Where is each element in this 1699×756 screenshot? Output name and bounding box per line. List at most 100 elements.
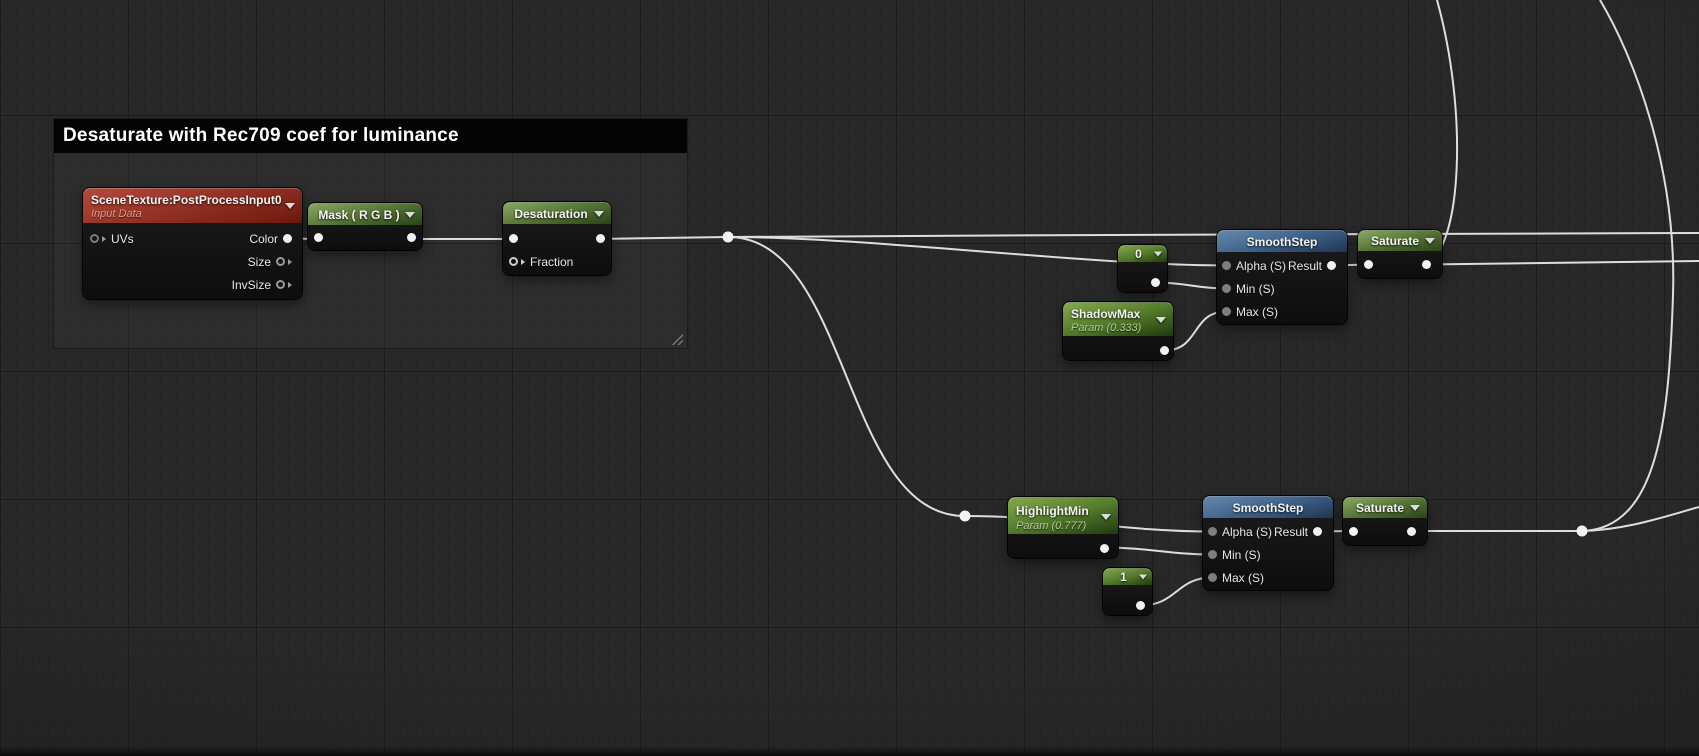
- wire: [1581, 0, 1675, 532]
- node-header[interactable]: SmoothStep: [1217, 230, 1347, 252]
- pin-invsize-output[interactable]: [276, 280, 285, 289]
- pin-uvs[interactable]: [90, 234, 99, 243]
- dropdown-arrow-icon[interactable]: [1156, 317, 1166, 323]
- pin-label: Result: [1273, 524, 1308, 539]
- node-value: 0: [1135, 247, 1142, 261]
- pin-output[interactable]: [407, 233, 416, 242]
- node-header[interactable]: Mask ( R G B ): [308, 203, 422, 225]
- node-title: SmoothStep: [1246, 234, 1318, 249]
- node-header[interactable]: 1: [1103, 568, 1152, 585]
- pin-output[interactable]: [596, 234, 605, 243]
- node-title: Mask ( R G B ): [318, 207, 400, 222]
- dropdown-arrow-icon[interactable]: [1154, 251, 1162, 257]
- node-title: ShadowMax: [1071, 307, 1141, 321]
- node-body: UVs Color Size InvSize: [83, 223, 302, 296]
- pin-min[interactable]: [1208, 550, 1217, 559]
- node-header[interactable]: Desaturation: [503, 202, 611, 224]
- pin-arrow-icon: [288, 281, 292, 288]
- node-title: Saturate: [1355, 501, 1405, 515]
- pin-output[interactable]: [1422, 259, 1431, 269]
- pin-label: Alpha (S): [1236, 258, 1287, 273]
- node-title: Desaturation: [514, 206, 588, 221]
- node-subtitle: Param (0.777): [1016, 520, 1087, 532]
- pin-label: Result: [1287, 258, 1322, 273]
- comment-title: Desaturate with Rec709 coef for luminanc…: [63, 125, 459, 146]
- node-saturate-highlight[interactable]: Saturate: [1343, 497, 1427, 545]
- node-body: Alpha (S) Result Min (S) Max (S): [1203, 518, 1333, 589]
- reroute-node[interactable]: [959, 510, 971, 522]
- node-body: [1343, 518, 1427, 544]
- node-saturate-shadow[interactable]: Saturate: [1358, 230, 1442, 278]
- node-smoothstep-shadow[interactable]: SmoothStep Alpha (S) Result Min (S): [1217, 230, 1347, 324]
- pin-min[interactable]: [1222, 284, 1231, 293]
- pin-size-output[interactable]: [276, 257, 285, 266]
- reroute-node[interactable]: [1576, 525, 1588, 537]
- pin-input[interactable]: [314, 233, 323, 242]
- pin-max[interactable]: [1208, 573, 1217, 582]
- node-header[interactable]: 0: [1118, 245, 1167, 262]
- node-highlightmin-param[interactable]: HighlightMin Param (0.777): [1008, 497, 1118, 558]
- pin-result[interactable]: [1313, 527, 1322, 536]
- pin-alpha[interactable]: [1222, 261, 1231, 270]
- pin-arrow-icon: [102, 235, 106, 242]
- comment-title-bar[interactable]: Desaturate with Rec709 coef for luminanc…: [54, 119, 687, 153]
- pin-label: Size: [247, 254, 271, 269]
- pin-output[interactable]: [1160, 346, 1169, 355]
- dropdown-arrow-icon[interactable]: [1410, 505, 1420, 511]
- node-body: [308, 225, 422, 250]
- pin-label: Alpha (S): [1222, 524, 1273, 539]
- pin-alpha[interactable]: [1208, 527, 1217, 536]
- dropdown-arrow-icon[interactable]: [285, 203, 295, 209]
- node-header[interactable]: Saturate: [1358, 230, 1442, 251]
- reroute-node[interactable]: [722, 231, 734, 243]
- pin-output[interactable]: [1407, 526, 1416, 536]
- wire: [1426, 0, 1459, 266]
- node-subtitle: Param (0.333): [1071, 322, 1142, 334]
- pin-input[interactable]: [1349, 526, 1358, 536]
- pin-output[interactable]: [1151, 278, 1160, 287]
- node-header[interactable]: Saturate: [1343, 497, 1427, 518]
- node-header[interactable]: SmoothStep: [1203, 496, 1333, 518]
- pin-label: Max (S): [1236, 304, 1278, 319]
- wire: [1426, 260, 1699, 266]
- dropdown-arrow-icon[interactable]: [1101, 514, 1111, 520]
- wire: [727, 232, 1699, 238]
- wire: [727, 236, 966, 517]
- node-desaturation[interactable]: Desaturation Fraction: [503, 202, 611, 275]
- pin-output[interactable]: [1100, 544, 1109, 553]
- node-scenetexture[interactable]: SceneTexture:PostProcessInput0 Input Dat…: [83, 188, 302, 299]
- pin-output[interactable]: [1136, 601, 1145, 610]
- node-constant-0[interactable]: 0: [1118, 245, 1167, 292]
- node-header[interactable]: HighlightMin Param (0.777): [1008, 497, 1118, 534]
- pin-label: InvSize: [231, 277, 271, 292]
- dropdown-arrow-icon[interactable]: [1139, 574, 1147, 580]
- node-constant-1[interactable]: 1: [1103, 568, 1152, 615]
- pin-input[interactable]: [509, 234, 518, 243]
- pin-label: UVs: [111, 231, 134, 246]
- node-header[interactable]: SceneTexture:PostProcessInput0 Input Dat…: [83, 188, 302, 223]
- wire: [1104, 546, 1213, 556]
- pin-label: Min (S): [1236, 281, 1275, 296]
- node-title: Saturate: [1370, 234, 1420, 248]
- node-header[interactable]: ShadowMax Param (0.333): [1063, 302, 1173, 336]
- pin-input[interactable]: [1364, 259, 1373, 269]
- node-subtitle: Input Data: [91, 208, 142, 220]
- node-title: HighlightMin: [1016, 504, 1089, 518]
- node-smoothstep-highlight[interactable]: SmoothStep Alpha (S) Result Min (S): [1203, 496, 1333, 590]
- dropdown-arrow-icon[interactable]: [1425, 238, 1435, 244]
- wire: [596, 236, 729, 240]
- node-body: Alpha (S) Result Min (S) Max (S): [1217, 252, 1347, 323]
- pin-label: Min (S): [1222, 547, 1261, 562]
- pin-max[interactable]: [1222, 307, 1231, 316]
- dropdown-arrow-icon[interactable]: [594, 210, 604, 217]
- pin-result[interactable]: [1327, 261, 1336, 270]
- node-shadowmax-param[interactable]: ShadowMax Param (0.333): [1063, 302, 1173, 360]
- wire: [1164, 310, 1227, 352]
- pin-color-output[interactable]: [283, 234, 292, 243]
- node-title: SceneTexture:PostProcessInput0: [91, 193, 282, 207]
- pin-label: Fraction: [530, 254, 574, 269]
- node-mask-rgb[interactable]: Mask ( R G B ): [308, 203, 422, 250]
- dropdown-arrow-icon[interactable]: [405, 211, 415, 218]
- pin-fraction[interactable]: [509, 257, 518, 266]
